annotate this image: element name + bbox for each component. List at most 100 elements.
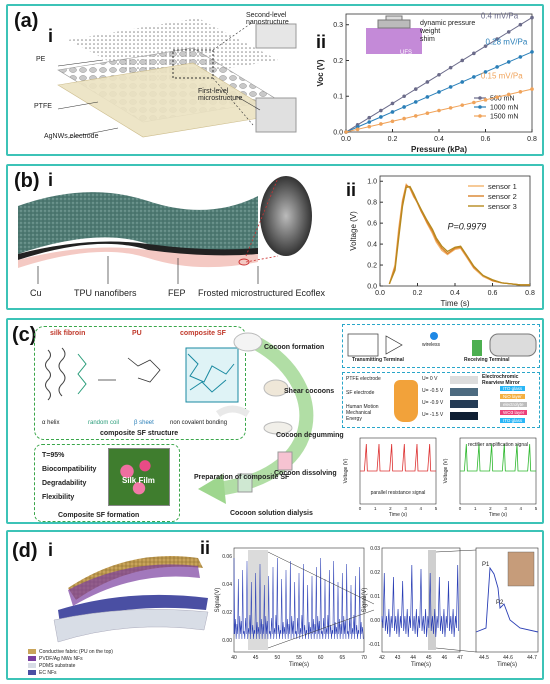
sem-circle [260, 176, 312, 256]
chart-b-xlabel: Time (s) [440, 299, 469, 308]
molecular-diagram [45, 347, 239, 403]
panel-b: (b) i ii Cu TPU nanofibers FEP Frosted m… [6, 164, 544, 310]
chart-a-point [483, 98, 488, 102]
chart-a-inset-ufs [366, 28, 422, 54]
chart-c2-xtick-label: 1 [474, 506, 477, 511]
chart-a-xtick-label: 0.0 [341, 136, 351, 143]
chart-a-point [460, 103, 465, 107]
chart-a-point [367, 124, 372, 129]
chart-d2-xtick-label: 45 [426, 655, 432, 661]
chart-d3-xtick-label: 44.7 [527, 655, 537, 661]
chart-a-point [472, 75, 476, 79]
chart-a-point [402, 105, 406, 109]
step-0: Cocoon formation [264, 344, 325, 351]
chart-a-xtick-label: 0.6 [481, 136, 491, 143]
panel-d: (d) i ii Conductive fabric (PU on the to… [6, 530, 544, 680]
chart-d2-xlabel: Time(s) [411, 662, 431, 668]
prop-2: Degradability [42, 480, 87, 487]
chart-a-xtick-label: 0.8 [527, 136, 537, 143]
volt-0: U= 0 V [422, 376, 438, 382]
panel-d-sub-ii: ii [200, 538, 211, 558]
legend-item-3: EC NFs [39, 669, 57, 676]
tpu-label: TPU nanofibers [74, 288, 137, 298]
beta-sheet: β sheet [134, 420, 154, 426]
legend-swatch-3 [28, 670, 36, 675]
legend-swatch-0 [28, 649, 36, 654]
chart-a-point [483, 44, 488, 48]
chart-a-point [472, 100, 476, 105]
chart-d1-ylabel: Signal(V) [215, 588, 221, 613]
panel-a-sub-i: i [48, 26, 54, 46]
tpu-surface [18, 192, 258, 254]
chart-c2-line [460, 443, 536, 472]
panel-a-label: (a) [14, 10, 39, 32]
chart-d1-ytick-label: 0.02 [222, 610, 232, 616]
chart-d2-ylabel: Signal(V) [362, 588, 368, 613]
fep-label: FEP [168, 288, 186, 298]
chart-a-point [425, 95, 430, 99]
circuit-diagram [347, 332, 537, 357]
chart-c1-xtick-label: 3 [404, 506, 407, 511]
prop-1: Biocompatibility [42, 466, 97, 473]
chart-d3-p2: P2 [496, 600, 504, 606]
legend-item-1: PVDF/Ag NWs NFs [39, 655, 83, 662]
mirror-label: Electrochromic Rearview Mirror [482, 374, 520, 386]
chart-d2-xtick-label: 42 [379, 655, 385, 661]
chart-a-point [530, 15, 534, 20]
panel-d-label: (d) [12, 540, 38, 562]
chart-a-point [402, 94, 406, 99]
human-label: Human Motion Mechanical Energy [346, 404, 379, 422]
chart-a-point [495, 37, 499, 41]
inset-dynamic: dynamic pressure [420, 20, 476, 27]
chart-d3-xtick-label: 44.5 [479, 655, 489, 661]
chart-c1-xlabel: Time (s) [389, 512, 407, 518]
prop-3: Flexibility [42, 494, 75, 501]
chart-b-xtick-label: 0.6 [488, 290, 498, 297]
mirror-strip-3 [450, 412, 478, 420]
ptfe-label: PTFE [34, 103, 52, 110]
step-2: Cocoon degumming [276, 432, 344, 439]
chart-a-legend-marker [478, 96, 482, 100]
chart-c1-xtick-label: 1 [374, 506, 377, 511]
chart-d2-xtick-label: 43 [395, 655, 401, 661]
chart-d1-xlabel: Time(s) [289, 662, 309, 668]
chart-b-annotation: P=0.9979 [448, 221, 487, 231]
formation-box [34, 444, 180, 522]
chart-d2-ytick-label: -0.01 [369, 642, 381, 648]
chart-a-xtick-label: 0.2 [388, 136, 398, 143]
chart-d1-xtick-label: 55 [296, 655, 302, 661]
nano-inset [255, 23, 297, 49]
pu-label: PU [132, 330, 142, 337]
chart-c2-xtick-label: 0 [459, 506, 462, 511]
pe-label: PE [36, 56, 46, 63]
chart-a-point [355, 127, 360, 132]
chart-a-point [390, 119, 395, 124]
ptfe-el: PTFE electrode [346, 376, 381, 382]
mirror-layer-0: ITO glass [500, 386, 526, 391]
receive-label: Receiving Terminal [464, 357, 510, 363]
chart-a-point [425, 111, 430, 116]
legend-swatch-1 [28, 656, 36, 661]
chart-d2-ytick-label: 0.01 [370, 594, 380, 600]
chart-a-legend-label: 500 mN [490, 96, 515, 103]
chart-d1-xtick-label: 60 [318, 655, 324, 661]
panel-b-sub-ii: ii [346, 180, 357, 200]
ecoflex-layer [18, 247, 258, 268]
chart-a-point [367, 115, 372, 120]
structure-label: composite SF structure [100, 430, 179, 437]
wireless-label: wireless [422, 342, 441, 348]
chart-d2-ytick-label: 0.02 [370, 570, 380, 576]
chart-c1-line [360, 443, 436, 472]
inset-weight: weight [420, 28, 441, 35]
panel-b-sub-i: i [48, 170, 54, 190]
micro-inset [255, 97, 297, 133]
chart-a-point [437, 108, 441, 113]
chart-a-ytick-label: 0.0 [333, 130, 343, 137]
chart-a-legend-label: 1000 mN [490, 105, 518, 112]
process-arrow [198, 332, 314, 504]
chart-a-xtick-label: 0.4 [434, 136, 444, 143]
mirror-strip-0 [450, 376, 478, 384]
chart-c1-xtick-label: 5 [435, 506, 438, 511]
